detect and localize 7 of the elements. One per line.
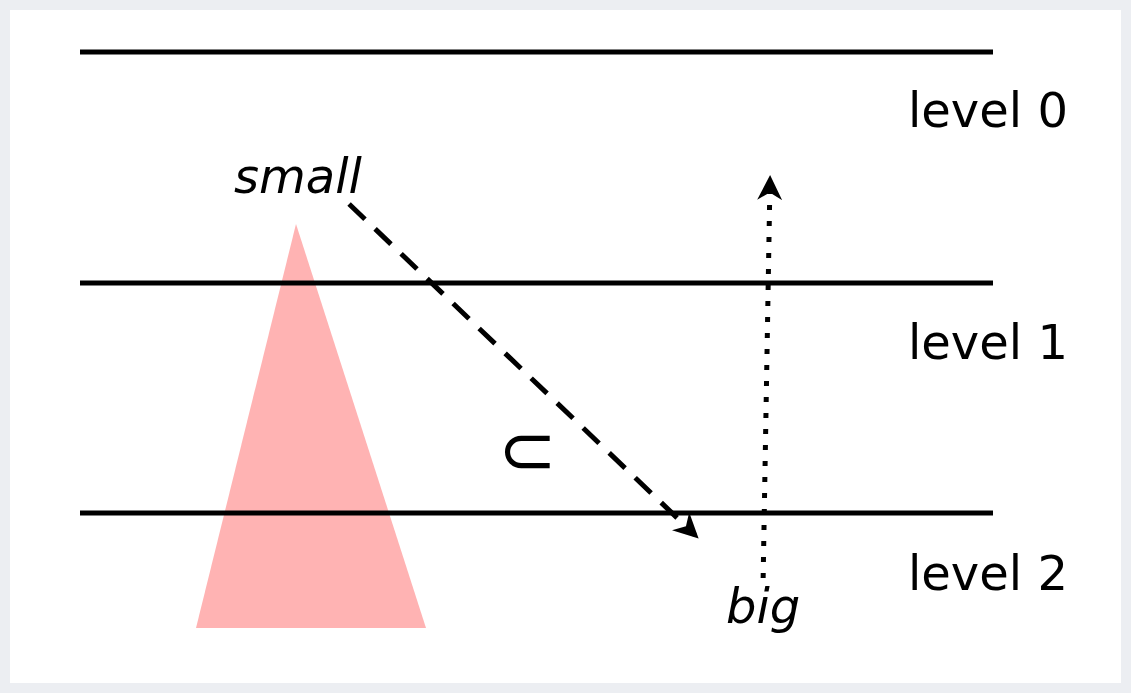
arrow (757, 175, 783, 579)
level-label: level 2 (908, 545, 1068, 601)
term-label: small (234, 148, 362, 204)
term-label: big (726, 578, 801, 634)
level-label: level 0 (908, 82, 1068, 138)
level-label: level 1 (908, 314, 1068, 370)
arrow (347, 202, 699, 539)
